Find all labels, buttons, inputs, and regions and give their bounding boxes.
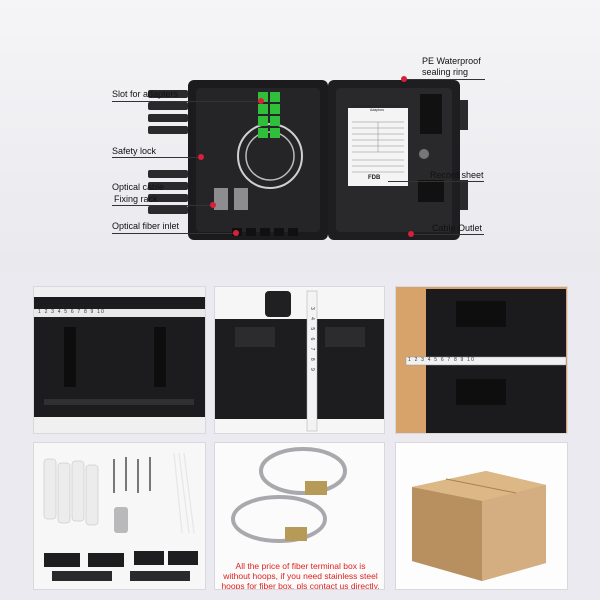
callout-line [112, 101, 262, 102]
callout-line [112, 205, 212, 206]
tile-carton [395, 442, 568, 590]
callout-line [112, 233, 236, 234]
callout-marker [408, 231, 414, 237]
callout-line [112, 157, 202, 158]
side-panel-photo [215, 290, 384, 432]
ruler-vertical: 3 4 5 6 7 8 9 [309, 307, 315, 374]
callout-slot-for-adapters: Slot for adapters [112, 89, 179, 99]
callout-optical-fiber-inlet: Optical fiber inlet [112, 221, 180, 231]
callout-marker [258, 98, 264, 104]
carton-box-photo [412, 471, 546, 581]
callout-line [412, 234, 484, 235]
callout-marker [210, 202, 216, 208]
tile-hoops: All the price of fiber terminal box is w… [214, 442, 385, 590]
fiber-box-photo [148, 80, 468, 240]
callout-line [405, 79, 485, 80]
callout-optical-cable: Optical cable [112, 182, 165, 192]
hoops-caption: All the price of fiber terminal box is w… [221, 561, 380, 590]
callout-marker [198, 154, 204, 160]
ruler-numbers: 1 2 3 4 5 6 7 8 9 10 [38, 309, 106, 315]
callout-record-sheet: Record sheet [430, 170, 484, 180]
callout-cable-outlet: Cable Outlet [432, 223, 483, 233]
callout-marker [401, 76, 407, 82]
tile-accessories [33, 442, 206, 590]
accessories-photo [43, 452, 198, 581]
ruler-numbers-front: 1 2 3 4 5 6 7 8 9 10 [408, 357, 476, 363]
steel-hoops-photo [231, 447, 347, 543]
callout-pe-waterproof: PE Waterproof [422, 56, 481, 66]
record-sheet-logo: FDB [368, 175, 381, 181]
callout-marker [233, 230, 239, 236]
callout-sealing-ring: sealing ring [422, 67, 469, 77]
callout-line [388, 181, 484, 182]
tile-back-ruler: 1 2 3 4 5 6 7 8 9 10 [33, 286, 206, 434]
callout-fixing-rack: Fixing rack [114, 194, 158, 204]
record-sheet-heading: Comparison table for fiber box Adaptors [353, 104, 401, 112]
callout-safety-lock: Safety lock [112, 146, 157, 156]
tile-front-ruler: 1 2 3 4 5 6 7 8 9 10 [395, 286, 568, 434]
front-panel-photo [405, 289, 567, 433]
tile-depth-ruler: 3 4 5 6 7 8 9 [214, 286, 385, 434]
back-panel-photo [34, 297, 205, 417]
